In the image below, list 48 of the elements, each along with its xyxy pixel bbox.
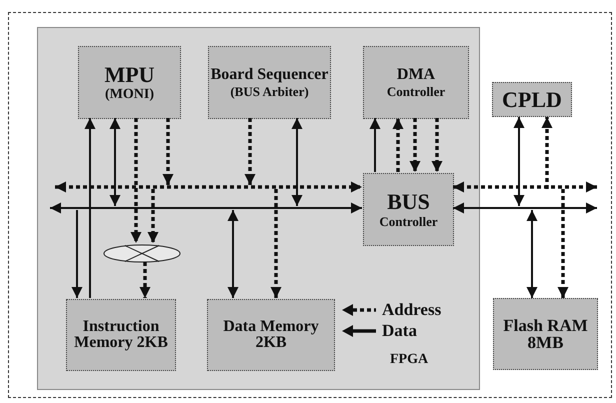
component-box	[208, 46, 331, 119]
arrow	[292, 118, 302, 206]
fpga-panel	[37, 27, 480, 390]
arrow	[148, 189, 158, 243]
component-box	[493, 298, 598, 370]
component-label: Flash RAM 8MB	[502, 317, 589, 351]
bus-line	[55, 182, 362, 192]
arrow	[542, 117, 552, 189]
arrow	[526, 210, 538, 298]
component-label: (BUS Arbiter)	[230, 85, 309, 98]
arrow	[270, 189, 282, 298]
component-box	[363, 173, 454, 246]
multiplexer-ellipse	[103, 244, 181, 263]
component-label: Board Sequencer	[210, 67, 328, 83]
legend-label: Data	[382, 321, 417, 341]
arrow	[370, 118, 380, 172]
arrow	[130, 118, 142, 243]
panel-label: FPGA	[390, 353, 428, 367]
bus-line	[453, 182, 597, 192]
component-label: Controller	[379, 215, 438, 228]
arrow	[228, 210, 238, 298]
component-label: CPLD	[502, 88, 562, 110]
arrow	[162, 118, 174, 185]
component-label: MPU	[104, 64, 155, 86]
arrow	[410, 118, 420, 172]
component-label: BUS	[387, 191, 430, 213]
component-box	[66, 299, 176, 371]
arrow	[140, 262, 150, 298]
component-box	[363, 46, 469, 119]
arrow	[432, 118, 442, 172]
arrow	[392, 118, 404, 172]
component-box	[207, 299, 335, 371]
component-box	[492, 82, 572, 117]
component-label: DMA	[396, 67, 436, 83]
arrow	[84, 118, 96, 298]
bus-line	[453, 202, 597, 214]
component-label: Controller	[386, 85, 446, 98]
arrow	[72, 210, 82, 298]
bus-line	[50, 202, 362, 214]
arrow	[244, 118, 256, 185]
arrow	[110, 118, 120, 206]
component-box	[78, 46, 181, 119]
legend-label: Address	[382, 300, 442, 320]
arrow	[514, 117, 524, 206]
arrow	[558, 189, 568, 298]
component-label: Data Memory 2KB	[222, 319, 320, 351]
component-label: (MONI)	[105, 88, 154, 102]
component-label: Instruction Memory 2KB	[73, 319, 169, 351]
